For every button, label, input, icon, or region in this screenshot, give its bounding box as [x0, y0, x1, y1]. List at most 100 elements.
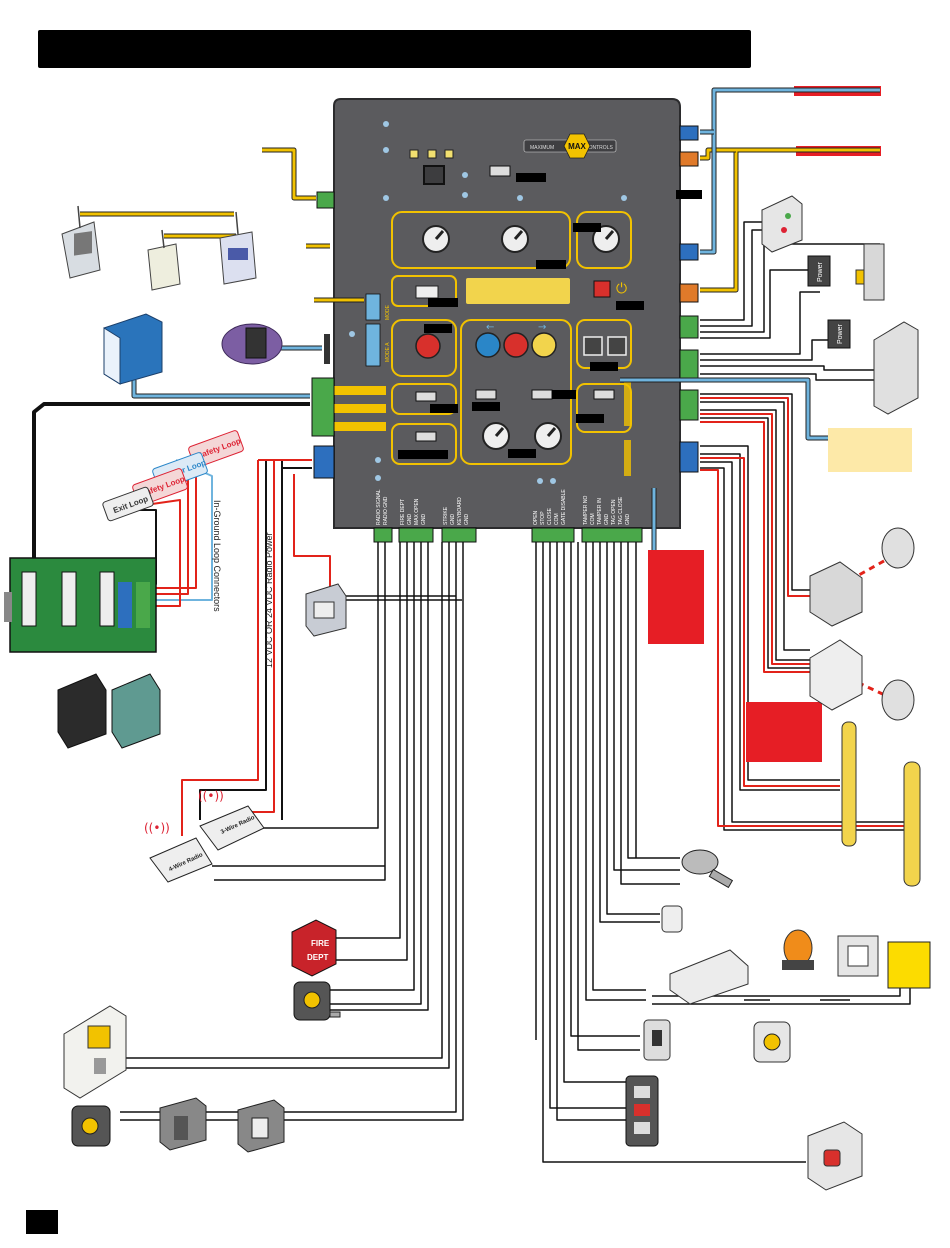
term-strike: STRIKE — [443, 506, 449, 525]
reflector-icon — [881, 527, 915, 569]
term-gnd-1: GND — [407, 514, 413, 526]
safety-edge-icon — [841, 721, 921, 887]
key-switch-icon-3 — [681, 849, 734, 889]
card-reader-slot — [324, 334, 330, 364]
knob-2[interactable] — [501, 225, 529, 253]
radio-receiver-icon — [147, 229, 181, 291]
mode-a-label: MODE A — [385, 342, 391, 362]
knob-4[interactable] — [482, 422, 510, 450]
lcd-panel — [466, 278, 570, 304]
dip-switch-mode[interactable] — [365, 293, 381, 321]
power-label-2: Power — [837, 323, 844, 344]
toggle-switch-icon — [643, 1019, 671, 1061]
card-reader-2-icon — [159, 1097, 207, 1151]
svg-text:DEPT: DEPT — [307, 953, 328, 962]
term-com-1: COM — [554, 513, 560, 525]
term-gnd-3: GND — [450, 514, 456, 526]
receiver-box-icon — [219, 211, 257, 285]
term-radio-gnd: RADIO GND — [383, 496, 389, 525]
svg-text:→: → — [538, 322, 546, 333]
term-gnd-2: GND — [421, 514, 427, 526]
term-fire-dept: FIRE DEPT — [400, 499, 406, 525]
dip-switch-mode-a[interactable] — [365, 323, 381, 367]
term-close: CLOSE — [547, 507, 553, 525]
key-switch-icon-4 — [753, 1021, 791, 1063]
svg-text:⏻: ⏻ — [616, 281, 627, 297]
in-ground-label: In-Ground Loop Connectors — [212, 500, 222, 612]
mode-label: MODE — [385, 304, 391, 320]
maglock-icon — [873, 321, 919, 415]
up-button[interactable] — [583, 336, 603, 356]
key-switch-icon — [293, 981, 341, 1021]
board-logo-right: CONTROLS — [585, 145, 613, 151]
pale-yellow-note — [828, 428, 912, 472]
radio-3wire: 3-Wire Radio ((•)) — [198, 789, 265, 851]
knob-1[interactable] — [422, 225, 450, 253]
control-board: MAXIMUM CONTROLS MAX ⏻ — [333, 98, 702, 529]
vehicle-detector-icon — [4, 557, 157, 653]
radio-power-label: 12 VDC OR 24 VDC Radio Power — [264, 532, 274, 668]
term-open: OPEN — [533, 510, 539, 525]
power-label-1: Power — [817, 261, 824, 282]
right-terminals — [679, 125, 699, 473]
term-gate-disable: GATE DISABLE — [561, 489, 567, 525]
card-reader-icon — [221, 323, 283, 365]
intercom-speaker-icon — [837, 935, 879, 977]
power-supply-icon-2: Power — [827, 319, 851, 349]
term-stop: STOP — [540, 511, 546, 525]
red-label-mid — [648, 550, 704, 644]
page-number-block — [26, 1210, 58, 1234]
push-button-station-icon — [625, 1075, 659, 1147]
keypad-2-icon — [237, 1099, 285, 1153]
key-switch-icon-2 — [71, 1105, 111, 1147]
intercom-icon — [63, 1005, 127, 1099]
down-button[interactable] — [607, 336, 627, 356]
board-display — [415, 285, 439, 299]
term-radio-signal: RADIO SIGNAL — [376, 489, 382, 525]
red-label-low — [746, 702, 822, 762]
keypad-box-icon — [305, 583, 347, 637]
term-max-open: MAX OPEN — [414, 498, 420, 525]
svg-text:((•)): ((•)) — [198, 789, 224, 803]
term-gnd-5: GND — [604, 514, 610, 526]
board-logo-left: MAXIMUM — [530, 145, 554, 151]
button-yellow[interactable] — [531, 332, 557, 358]
yellow-note — [887, 941, 931, 989]
button-red-left[interactable] — [415, 333, 441, 359]
push-button-small-icon — [661, 905, 683, 933]
button-red[interactable] — [503, 332, 529, 358]
power-supply-icon: Power — [807, 255, 831, 287]
term-tamper-no: TAMPER NO — [583, 496, 589, 525]
board-logo: MAX — [568, 142, 586, 151]
left-terminal-loop — [311, 377, 335, 437]
keypad-icon — [61, 205, 101, 279]
reflector-icon-2 — [881, 679, 915, 721]
left-terminal-lower — [313, 445, 335, 479]
button-blue[interactable] — [475, 332, 501, 358]
board-logo-badge — [563, 133, 591, 159]
emergency-stop-icon — [807, 1121, 863, 1191]
loop-detector-icon — [103, 313, 163, 385]
left-terminal-top — [316, 191, 335, 209]
power-button[interactable] — [593, 280, 611, 298]
svg-text:((•)): ((•)) — [144, 821, 170, 835]
term-keyboard: KEYBOARD — [457, 497, 463, 525]
knob-3[interactable] — [592, 225, 620, 253]
electric-strike-icon — [855, 243, 885, 301]
title-bar — [38, 30, 751, 68]
svg-text:FIRE: FIRE — [311, 939, 330, 948]
term-tag-close: TAG CLOSE — [618, 496, 624, 525]
photo-eye-icon — [809, 561, 863, 627]
term-gnd-6: GND — [625, 514, 631, 526]
bottom-terminals — [373, 527, 643, 543]
photo-eye-icon-2 — [809, 639, 863, 711]
term-tamper-in: TAMPER IN — [597, 498, 603, 525]
reset-button[interactable] — [423, 165, 445, 185]
term-com-2: COM — [590, 513, 596, 525]
term-gnd-4: GND — [464, 514, 470, 526]
photo-sensor-box-icon — [761, 195, 803, 253]
control-box-icon — [669, 949, 749, 1005]
knob-5[interactable] — [534, 422, 562, 450]
fire-dept-box-icon: FIRE DEPT — [291, 919, 337, 977]
